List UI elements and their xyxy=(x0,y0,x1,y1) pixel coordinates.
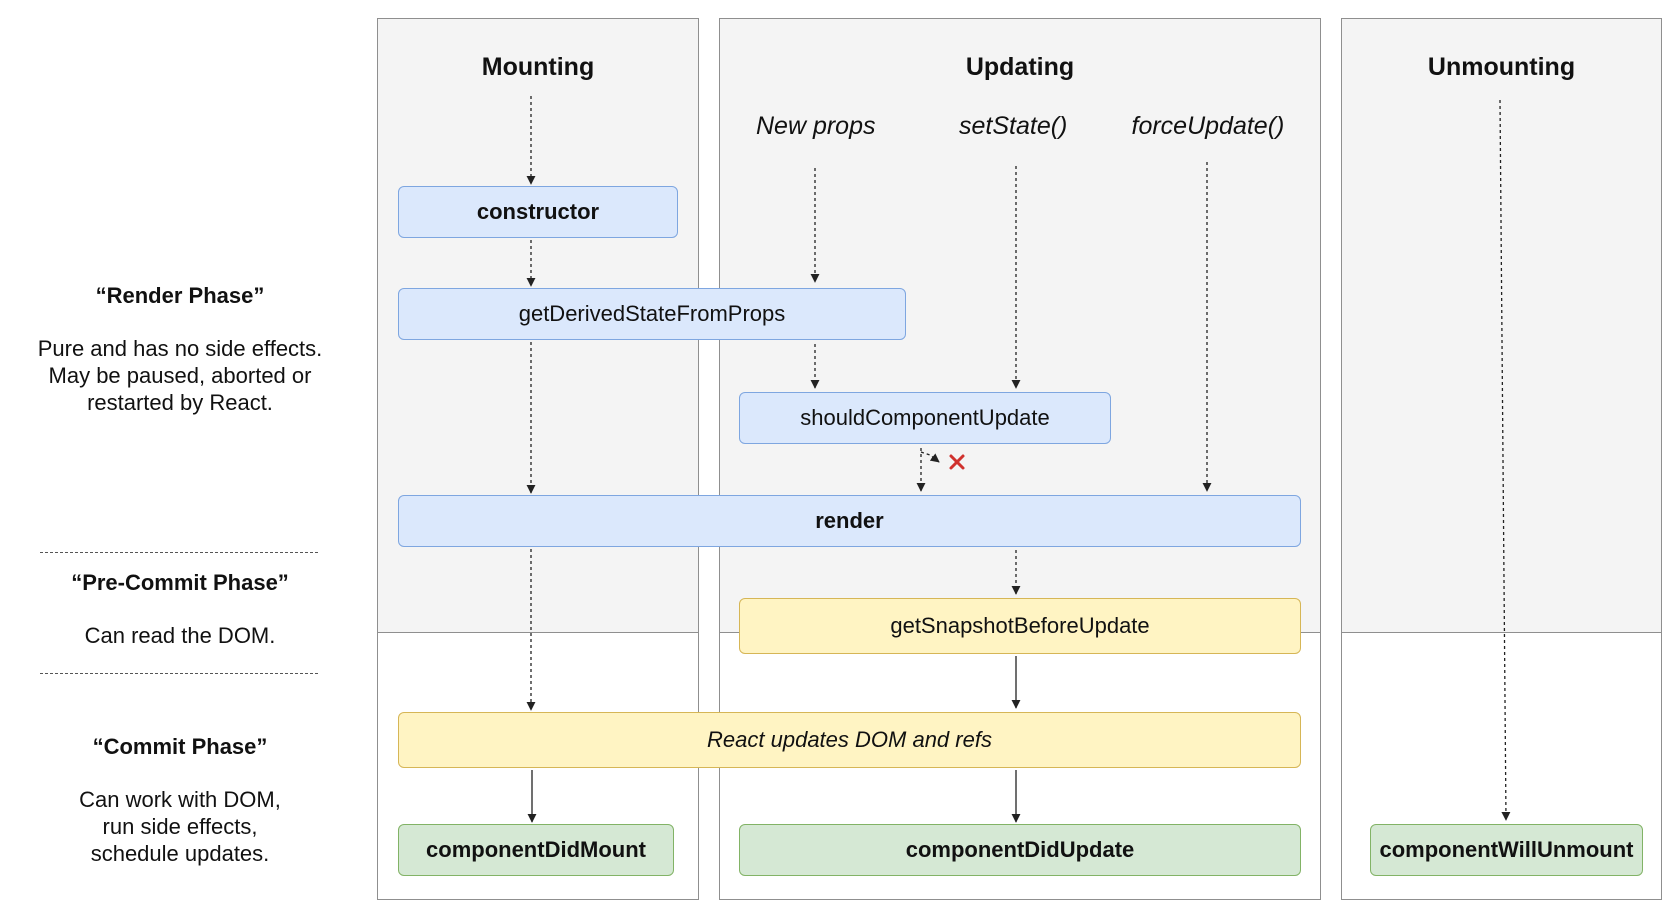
phase-divider-1 xyxy=(40,552,318,553)
new-props-trigger: New props xyxy=(756,112,876,140)
pre-commit-phase-title: “Pre-Commit Phase” xyxy=(71,570,289,595)
commit-phase-line1: Can work with DOM, xyxy=(79,787,281,812)
commit-phase-line3: schedule updates. xyxy=(90,841,270,866)
render-box[interactable]: render xyxy=(398,495,1301,547)
render-phase-line1: Pure and has no side effects. xyxy=(37,336,323,361)
force-update-trigger: forceUpdate() xyxy=(1131,112,1285,140)
commit-phase-note: “Commit Phase” Can work with DOM, run si… xyxy=(20,733,340,867)
react-updates-dom-box[interactable]: React updates DOM and refs xyxy=(398,712,1301,768)
component-will-unmount-box[interactable]: componentWillUnmount xyxy=(1370,824,1643,876)
updating-title: Updating xyxy=(965,53,1075,81)
phase-divider-2 xyxy=(40,673,318,674)
should-component-update-box[interactable]: shouldComponentUpdate xyxy=(739,392,1111,444)
commit-phase-line2: run side effects, xyxy=(102,814,258,839)
unmounting-column: Unmounting xyxy=(1341,18,1662,900)
unmounting-title: Unmounting xyxy=(1427,53,1576,81)
get-derived-state-from-props-box[interactable]: getDerivedStateFromProps xyxy=(398,288,906,340)
get-snapshot-before-update-box[interactable]: getSnapshotBeforeUpdate xyxy=(739,598,1301,654)
commit-phase-title: “Commit Phase” xyxy=(92,734,268,759)
set-state-trigger: setState() xyxy=(959,112,1068,140)
render-phase-title: “Render Phase” xyxy=(95,283,265,308)
pre-commit-phase-line1: Can read the DOM. xyxy=(84,623,276,648)
constructor-box[interactable]: constructor xyxy=(398,186,678,238)
render-phase-note: “Render Phase” Pure and has no side effe… xyxy=(20,282,340,416)
render-phase-line2: May be paused, aborted or xyxy=(48,363,312,388)
mounting-title: Mounting xyxy=(481,53,595,81)
pre-commit-phase-note: “Pre-Commit Phase” Can read the DOM. xyxy=(20,569,340,649)
render-phase-line3: restarted by React. xyxy=(87,390,273,415)
component-did-update-box[interactable]: componentDidUpdate xyxy=(739,824,1301,876)
component-did-mount-box[interactable]: componentDidMount xyxy=(398,824,674,876)
